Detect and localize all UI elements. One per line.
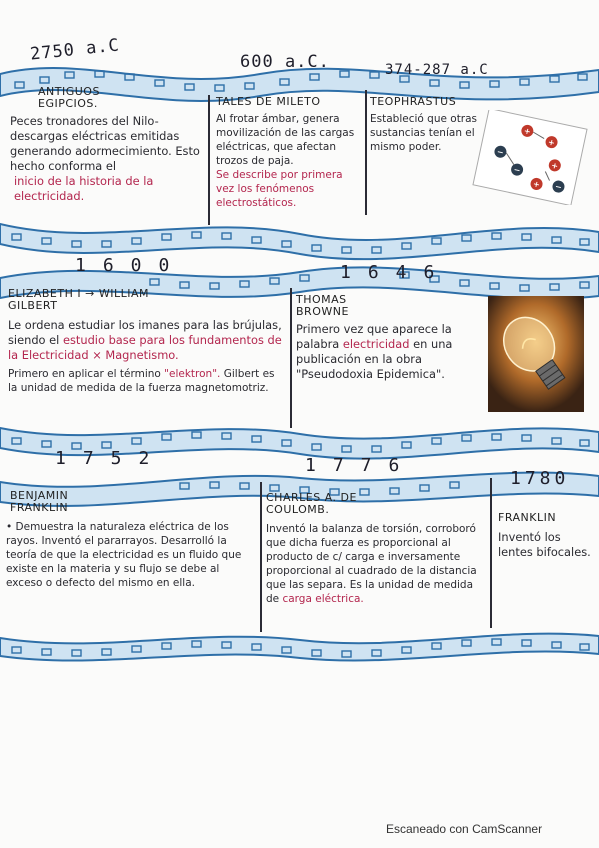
divider xyxy=(260,482,262,632)
year-label: 1646 xyxy=(340,262,452,283)
entry-highlight: carga eléctrica. xyxy=(282,593,364,605)
entry-highlight: Se describe por primera vez los fenómeno… xyxy=(216,169,343,209)
entry-text: en una publicación en la obra "Pseudodox… xyxy=(296,337,453,381)
entry-heading: THOMAS BROWNE xyxy=(296,293,349,318)
year-label: 1752 xyxy=(55,448,167,469)
year-label: 1776 xyxy=(305,455,417,476)
svg-text:+: + xyxy=(547,138,555,148)
svg-text:−: − xyxy=(496,147,504,157)
entry-franklin-1780: FRANKLIN Inventó los lentes bifocales. xyxy=(498,512,594,560)
entry-antiguos-egipcios: ANTIGUOS EGIPCIOS. Peces tronadores del … xyxy=(10,86,202,204)
entry-benjamin-franklin: BENJAMIN FRANKLIN • Demuestra la natural… xyxy=(6,490,256,590)
entry-teophrastus: TEOPHRASTUS Estableció que otras sustanc… xyxy=(370,96,480,154)
year-label: 600 a.C. xyxy=(240,52,330,72)
camscanner-watermark: Escaneado con CamScanner xyxy=(386,822,543,836)
svg-text:+: + xyxy=(550,161,558,171)
entry-text: Al frotar ámbar, genera movilización de … xyxy=(216,113,355,167)
entry-heading: ANTIGUOS EGIPCIOS. xyxy=(38,85,100,110)
entry-text: Primero en aplicar el término xyxy=(8,368,161,380)
entry-text: Le ordena estudiar los imanes para las b… xyxy=(8,318,282,347)
entry-term: "elektron". xyxy=(164,368,221,380)
timeline-ribbon-1 xyxy=(0,222,599,261)
divider xyxy=(290,288,292,428)
svg-text:+: + xyxy=(532,179,540,189)
timeline-ribbon-bottom xyxy=(0,632,599,662)
entry-text: Inventó la balanza de torsión, corroboró… xyxy=(266,523,477,605)
timeline-ribbon-4 xyxy=(0,471,599,507)
divider xyxy=(365,90,367,215)
entry-heading: CHARLES A. DE COULOMB. xyxy=(266,491,357,516)
entry-highlight: estudio base para los fundamentos de la … xyxy=(8,333,282,362)
entry-heading: TEOPHRASTUS xyxy=(370,95,457,108)
timeline-ribbon-top xyxy=(0,67,599,102)
entry-text: Gilbert es la unidad de medida de la fue… xyxy=(8,368,275,394)
entry-heading: TALES DE MILETO xyxy=(216,95,321,108)
divider xyxy=(208,95,210,225)
entry-text: Estableció que otras sustancias tenían e… xyxy=(370,113,478,153)
entry-coulomb: CHARLES A. DE COULOMB. Inventó la balanz… xyxy=(266,492,486,606)
timeline-ribbon-2 xyxy=(0,266,599,300)
electric-charges-image: + + − + − + − xyxy=(472,110,588,205)
entry-gilbert: ELIZABETH I → WILLIAM GILBERT Le ordena … xyxy=(8,288,286,395)
entry-highlight: electricidad xyxy=(342,337,410,351)
entry-heading: BENJAMIN FRANKLIN xyxy=(10,489,69,514)
year-label: 374-287 a.C xyxy=(385,62,489,78)
entry-text: • Demuestra la naturaleza eléctrica de l… xyxy=(6,521,242,589)
entry-text: Inventó los lentes bifocales. xyxy=(498,530,591,559)
svg-text:−: − xyxy=(554,182,562,192)
svg-text:+: + xyxy=(523,126,531,136)
timeline-ribbon-3 xyxy=(0,426,599,460)
light-bulb-image xyxy=(488,296,584,412)
entry-highlight: inicio de la historia de la electricidad… xyxy=(14,174,154,203)
entry-thomas-browne: THOMAS BROWNE Primero vez que aparece la… xyxy=(296,294,481,382)
divider xyxy=(490,478,492,628)
entry-heading: FRANKLIN xyxy=(498,511,557,524)
year-label: 1600 xyxy=(75,255,187,276)
entry-text: Primero vez que aparece la palabra xyxy=(296,322,452,351)
entry-heading: ELIZABETH I → WILLIAM GILBERT xyxy=(8,287,149,312)
entry-tales-de-mileto: TALES DE MILETO Al frotar ámbar, genera … xyxy=(216,96,360,210)
entry-text: Peces tronadores del Nilo- descargas elé… xyxy=(10,114,200,173)
svg-text:−: − xyxy=(513,165,521,175)
year-label: 1780 xyxy=(510,468,570,489)
